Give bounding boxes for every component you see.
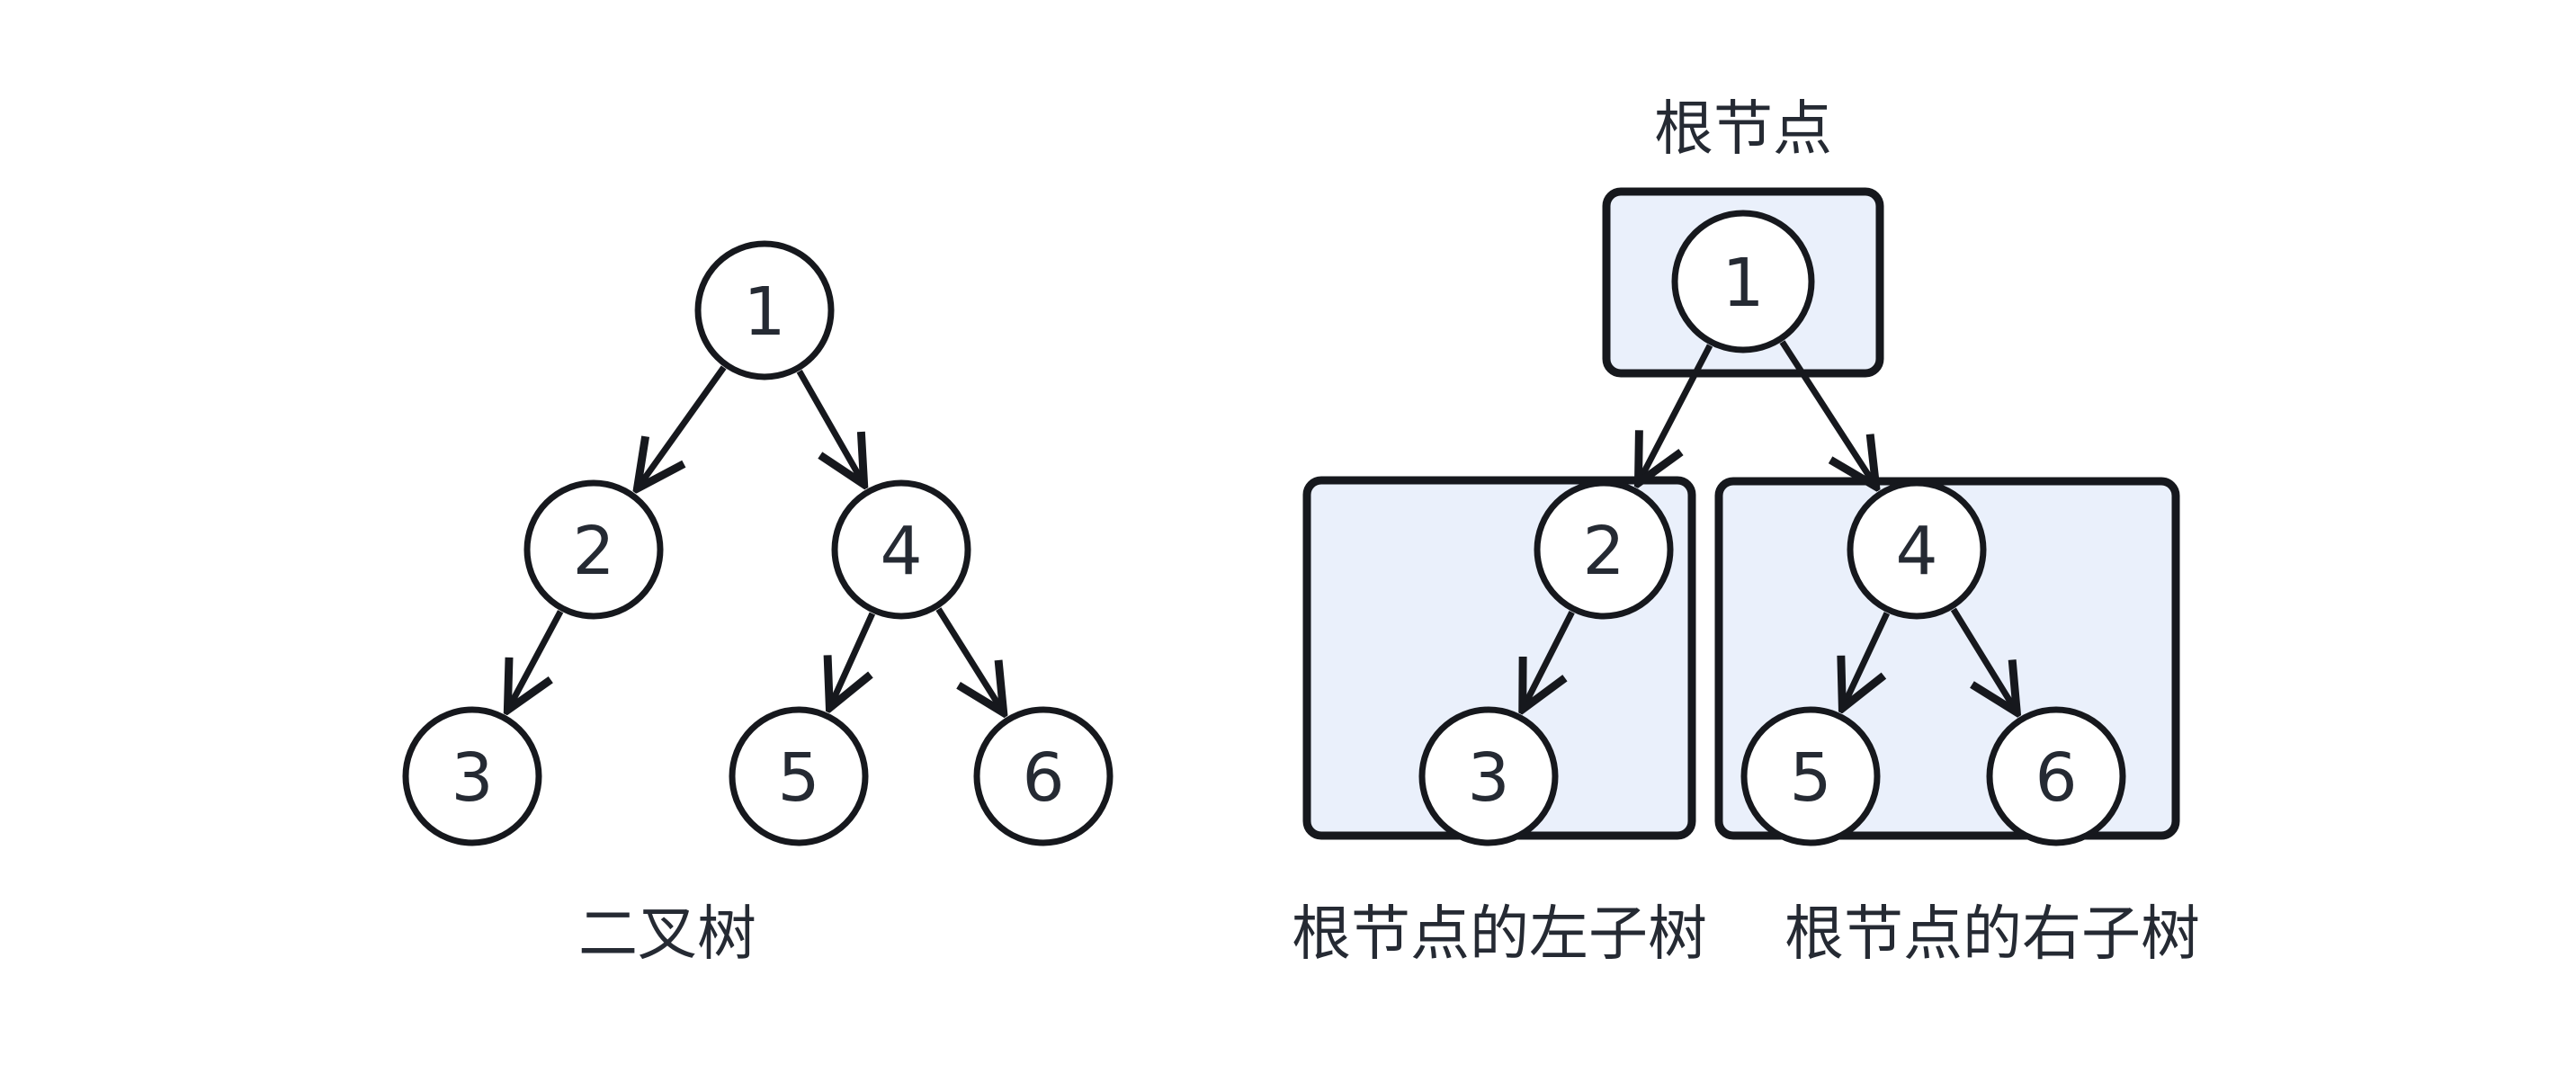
- node-label-3: 3: [451, 739, 493, 817]
- node-label-4: 4: [880, 513, 922, 590]
- node-label-5: 5: [777, 739, 819, 817]
- group-title-root-node: 根节点: [1654, 94, 1832, 164]
- node-1: [1671, 210, 1815, 354]
- edges-layer: [509, 340, 2016, 711]
- edge-m2-m3: [1524, 610, 1575, 708]
- caption-right-subtree-box: 根节点的右子树: [1784, 899, 2200, 969]
- node-label-1: 1: [743, 273, 785, 351]
- node-6: [973, 706, 1114, 846]
- node-1: [694, 240, 835, 380]
- node-label-6: 6: [2035, 739, 2077, 817]
- caption-left-subtree-box: 根节点的左子树: [1292, 899, 1707, 969]
- node-6: [1986, 706, 2126, 846]
- node-4: [1847, 479, 1987, 620]
- edge-n2-n3: [509, 610, 564, 708]
- edge-m1-m2: [1640, 344, 1713, 481]
- node-5: [729, 706, 869, 846]
- edge-m4-m6: [1950, 607, 2016, 710]
- node-3: [402, 706, 542, 846]
- nodes-layer: [402, 210, 2126, 846]
- node-label-6: 6: [1022, 739, 1064, 817]
- node-4: [831, 479, 971, 620]
- node-label-1: 1: [1722, 245, 1764, 322]
- node-label-4: 4: [1895, 513, 1937, 590]
- node-label-3: 3: [1467, 739, 1509, 817]
- node-2: [523, 479, 664, 620]
- edge-n1-n2: [639, 365, 727, 487]
- edge-n4-n6: [935, 607, 1002, 711]
- node-2: [1534, 479, 1674, 620]
- node-3: [1418, 706, 1559, 846]
- node-label-5: 5: [1789, 739, 1831, 817]
- edge-m1-m4: [1779, 340, 1874, 485]
- node-label-2: 2: [1582, 513, 1624, 590]
- edge-n4-n5: [830, 612, 876, 706]
- node-label-2: 2: [572, 513, 614, 590]
- caption-plain-tree: 二叉树: [578, 899, 756, 969]
- node-5: [1740, 706, 1881, 846]
- edge-n1-n4: [796, 369, 863, 483]
- edge-m4-m5: [1843, 612, 1891, 706]
